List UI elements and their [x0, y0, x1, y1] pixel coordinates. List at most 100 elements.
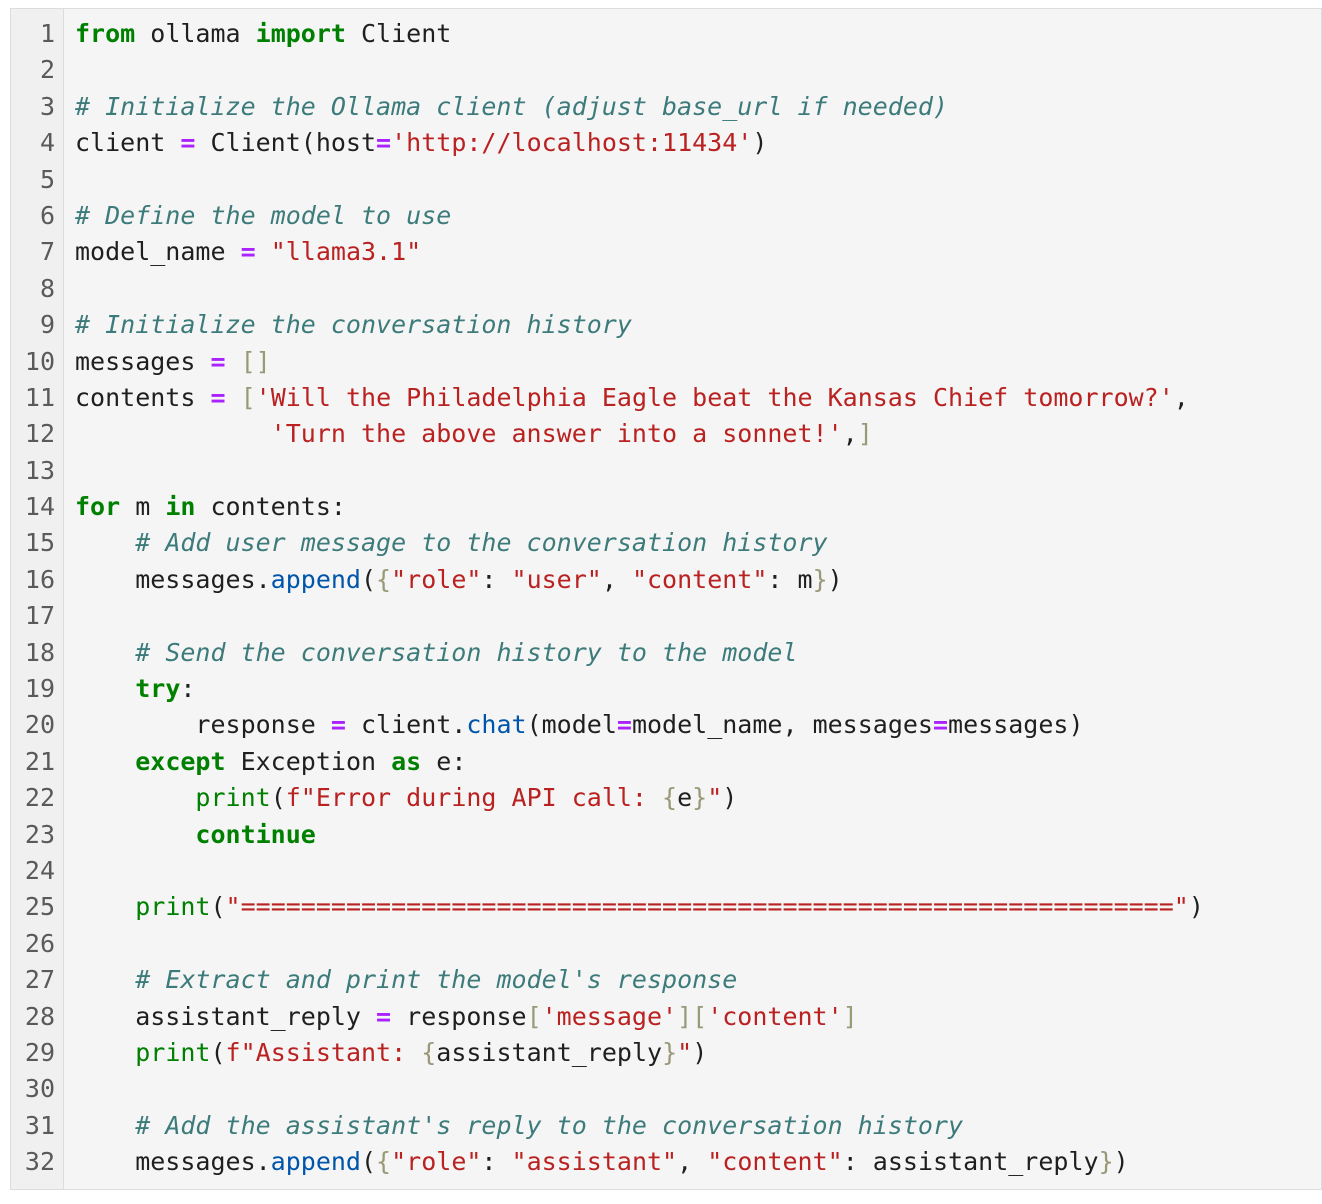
- code-line[interactable]: 29 print(f"Assistant: {assistant_reply}"…: [11, 1035, 1321, 1071]
- code-line[interactable]: 24: [11, 853, 1321, 889]
- bracket-token: }: [692, 783, 708, 813]
- code-line[interactable]: 13: [11, 453, 1321, 489]
- code-token: [75, 528, 135, 557]
- line-number: 24: [24, 855, 55, 885]
- code-token: assistant_reply: [75, 1001, 377, 1031]
- code-token: e:: [421, 746, 467, 776]
- line-number: 17: [24, 601, 55, 631]
- code-token: m: [120, 492, 166, 522]
- code-line[interactable]: 17: [11, 598, 1321, 634]
- keyword-token: from: [75, 19, 136, 48]
- method-token: append: [270, 1147, 361, 1177]
- bracket-token: ]: [857, 419, 873, 449]
- operator-token: =: [210, 382, 226, 412]
- bracket-token: {: [376, 564, 392, 594]
- line-source: # Add the assistant's reply to the conve…: [75, 1108, 963, 1144]
- code-token: (: [360, 1147, 377, 1177]
- code-line[interactable]: 3# Initialize the Ollama client (adjust …: [11, 89, 1321, 125]
- keyword-token: as: [391, 746, 422, 776]
- code-line[interactable]: 25 print("==============================…: [11, 889, 1321, 925]
- code-line[interactable]: 27 # Extract and print the model's respo…: [11, 962, 1321, 998]
- code-line[interactable]: 9# Initialize the conversation history: [11, 307, 1321, 343]
- line-number: 7: [39, 237, 55, 267]
- code-line[interactable]: 22 print(f"Error during API call: {e}"): [11, 780, 1321, 816]
- line-source: # Send the conversation history to the m…: [75, 635, 797, 671]
- code-line[interactable]: 1 from ollama import Client: [11, 16, 1321, 52]
- operator-token: =: [180, 128, 196, 158]
- code-token: ): [692, 1037, 708, 1067]
- code-line[interactable]: 30: [11, 1071, 1321, 1107]
- line-number: 29: [24, 1037, 55, 1067]
- code-line[interactable]: 6 # Define the model to use: [11, 198, 1321, 234]
- code-line[interactable]: 26: [11, 926, 1321, 962]
- code-token: ): [752, 128, 768, 158]
- operator-token: =: [376, 1001, 392, 1031]
- code-token: [75, 747, 135, 776]
- code-token: [75, 892, 135, 921]
- string-token: "assistant": [511, 1147, 678, 1177]
- code-token: model_name, messages: [631, 710, 933, 740]
- code-line[interactable]: 8: [11, 271, 1321, 307]
- comment-token: # Initialize the conversation history: [75, 310, 632, 340]
- line-source: from ollama import Client: [75, 16, 451, 52]
- code-line[interactable]: 23 continue: [11, 817, 1321, 853]
- bracket-token: {: [662, 783, 678, 813]
- line-number: 1: [39, 19, 55, 48]
- line-number: 25: [24, 892, 55, 922]
- line-source: except Exception as e:: [75, 744, 466, 780]
- line-source: # Define the model to use: [75, 198, 451, 234]
- comment-token: # Extract and print the model's response: [135, 965, 738, 995]
- line-source: messages.append({"role": "assistant", "c…: [75, 1144, 1128, 1180]
- line-source: response = client.chat(model=model_name,…: [75, 707, 1083, 743]
- line-source: messages.append({"role": "user", "conten…: [75, 562, 843, 598]
- code-line[interactable]: 32 messages.append({"role": "assistant",…: [11, 1144, 1321, 1180]
- line-number: 26: [24, 928, 55, 958]
- code-line[interactable]: 20 response = client.chat(model=model_na…: [11, 707, 1321, 743]
- code-line[interactable]: 15 # Add user message to the conversatio…: [11, 525, 1321, 561]
- keyword-token: for: [75, 492, 121, 522]
- code-line[interactable]: 16 messages.append({"role": "user", "con…: [11, 562, 1321, 598]
- line-number: 6: [39, 200, 55, 230]
- line-number: 15: [24, 528, 55, 558]
- line-number-gutter: [11, 9, 64, 1189]
- line-number: 18: [24, 637, 55, 667]
- code-line[interactable]: 7 model_name = "llama3.1": [11, 234, 1321, 270]
- code-line[interactable]: 5: [11, 162, 1321, 198]
- code-token: messages: [75, 346, 211, 376]
- line-source: contents = ['Will the Philadelphia Eagle…: [75, 380, 1189, 416]
- comment-token: # Initialize the Ollama client (adjust b…: [75, 91, 948, 121]
- string-token: 'http://localhost:11434': [391, 128, 753, 158]
- code-line[interactable]: 28 assistant_reply = response['message']…: [11, 999, 1321, 1035]
- code-token: [256, 237, 271, 266]
- line-source: continue: [75, 817, 315, 853]
- line-number: 23: [24, 819, 55, 849]
- code-line[interactable]: 21 except Exception as e:: [11, 744, 1321, 780]
- line-number: 19: [24, 674, 55, 704]
- string-token: "role": [391, 1147, 482, 1177]
- code-line[interactable]: 12 'Turn the above answer into a sonnet!…: [11, 416, 1321, 452]
- operator-token: =: [932, 710, 949, 740]
- code-token: (: [270, 783, 286, 813]
- string-token: "role": [391, 564, 482, 594]
- keyword-token: except: [135, 746, 226, 776]
- string-token: 'message': [541, 1001, 678, 1031]
- code-line[interactable]: 31 # Add the assistant's reply to the co…: [11, 1108, 1321, 1144]
- line-source: # Add user message to the conversation h…: [75, 525, 827, 561]
- line-source: model_name = "llama3.1": [75, 234, 421, 270]
- code-line[interactable]: 18 # Send the conversation history to th…: [11, 635, 1321, 671]
- code-token: :: [180, 674, 196, 704]
- code-token: ): [1188, 892, 1204, 922]
- line-number: 31: [24, 1110, 55, 1140]
- code-line[interactable]: 2: [11, 52, 1321, 88]
- method-token: chat: [466, 710, 527, 740]
- code-line[interactable]: 19 try:: [11, 671, 1321, 707]
- code-token: messages.: [75, 564, 271, 594]
- bracket-token: {: [421, 1037, 437, 1067]
- code-token: ): [827, 564, 843, 594]
